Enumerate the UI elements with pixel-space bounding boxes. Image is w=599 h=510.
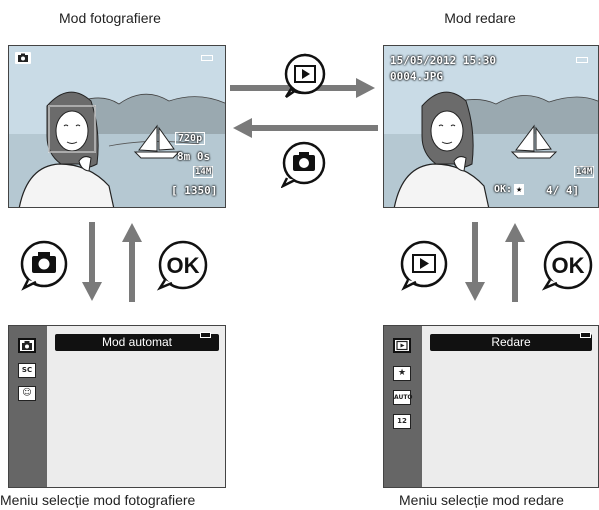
play-button-right[interactable]: [398, 238, 450, 292]
play-button[interactable]: [283, 52, 327, 100]
camera-icon[interactable]: [18, 338, 36, 353]
camera-icon: [293, 152, 315, 171]
image-size-indicator: 14M: [574, 166, 595, 178]
battery-icon: [580, 332, 591, 338]
menu-title-bar: Mod automat: [55, 334, 219, 351]
video-mode-value: 720: [178, 133, 197, 144]
play-icon[interactable]: [393, 338, 411, 353]
arrow-up: [505, 223, 525, 302]
menu-title: Redare: [491, 335, 531, 349]
ok-button-left-label: OK: [167, 253, 200, 278]
date-time: 15/05/2012 15:30: [390, 54, 496, 67]
shoot-menu-caption: Meniu selecție mod fotografiere: [0, 492, 196, 508]
person: [393, 91, 490, 207]
battery-icon: [201, 55, 213, 61]
camera-button[interactable]: [281, 140, 327, 188]
play-mode-title: Mod redare: [444, 10, 516, 26]
shooting-scene: [9, 46, 225, 207]
right-vertical-arrows: [465, 222, 525, 302]
frame-counter: 4/ 4]: [546, 184, 580, 197]
left-vertical-arrows: [82, 222, 142, 302]
camera-icon: [32, 252, 56, 273]
video-mode-indicator: 720p: [175, 132, 206, 145]
arrow-down: [465, 222, 485, 301]
shoot-mode-title: Mod fotografiere: [59, 10, 161, 26]
auto-sort-icon[interactable]: AUTO: [393, 390, 413, 405]
person: [18, 91, 115, 207]
camera-mode-icon: [15, 52, 31, 64]
play-icon: [412, 254, 436, 273]
arrow-up: [122, 223, 142, 302]
shooting-mode-menu: SC ☺ Mod automat: [8, 325, 226, 488]
list-by-date-icon[interactable]: 12: [393, 414, 411, 429]
playback-mode-menu: ★ AUTO 12 Redare: [383, 325, 599, 488]
sailboat: [133, 124, 181, 159]
battery-icon: [200, 332, 211, 338]
image-size-indicator: 14M: [193, 166, 214, 178]
ok-button-left[interactable]: OK: [156, 238, 210, 292]
menu-title: Mod automat: [101, 335, 173, 349]
battery-icon: [576, 57, 588, 63]
arrow-left: [233, 118, 378, 138]
camera-button-left[interactable]: [18, 238, 70, 292]
play-menu-caption: Meniu selecție mod redare: [399, 492, 564, 508]
favorites-icon[interactable]: ★: [393, 366, 411, 381]
smile-icon[interactable]: ☺: [18, 386, 36, 401]
star-icon: ★: [514, 184, 525, 195]
exposures-remaining: [ 1350]: [171, 184, 218, 197]
ok-button-right-label: OK: [552, 253, 585, 278]
ok-button-right[interactable]: OK: [540, 238, 596, 292]
ok-favorite-indicator: OK:★: [494, 184, 525, 195]
menu-title-bar: Redare: [430, 334, 592, 351]
scene-icon[interactable]: SC: [18, 363, 36, 378]
play-icon: [294, 65, 316, 83]
file-name: 0004.JPG: [390, 70, 443, 83]
playback-screen: 15/05/2012 15:30 0004.JPG 14M OK:★ 4/ 4]: [383, 45, 599, 208]
arrow-down: [82, 222, 102, 301]
sailboat: [510, 124, 558, 159]
playback-scene: [384, 46, 598, 207]
shooting-screen: 720p 8m 0s 14M [ 1350]: [8, 45, 226, 208]
time-remaining: 8m 0s: [177, 150, 211, 163]
